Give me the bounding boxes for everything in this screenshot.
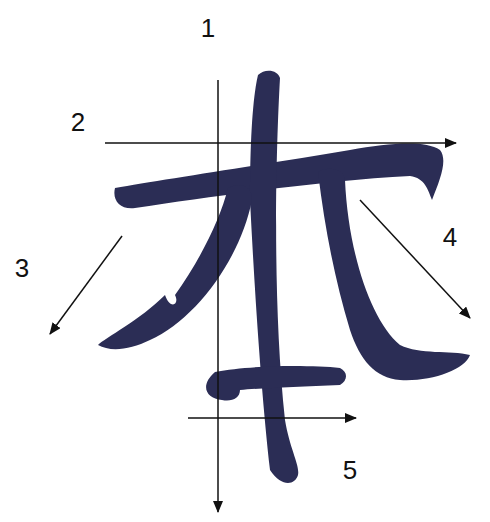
callout-number: 1 [201, 15, 215, 41]
callout-number: 4 [443, 224, 457, 250]
direction-arrows [50, 80, 470, 512]
callout-number: 2 [71, 109, 85, 135]
callout-number: 3 [15, 255, 29, 281]
callout-number: 5 [343, 457, 357, 483]
calligraphy-strokes [98, 71, 470, 483]
